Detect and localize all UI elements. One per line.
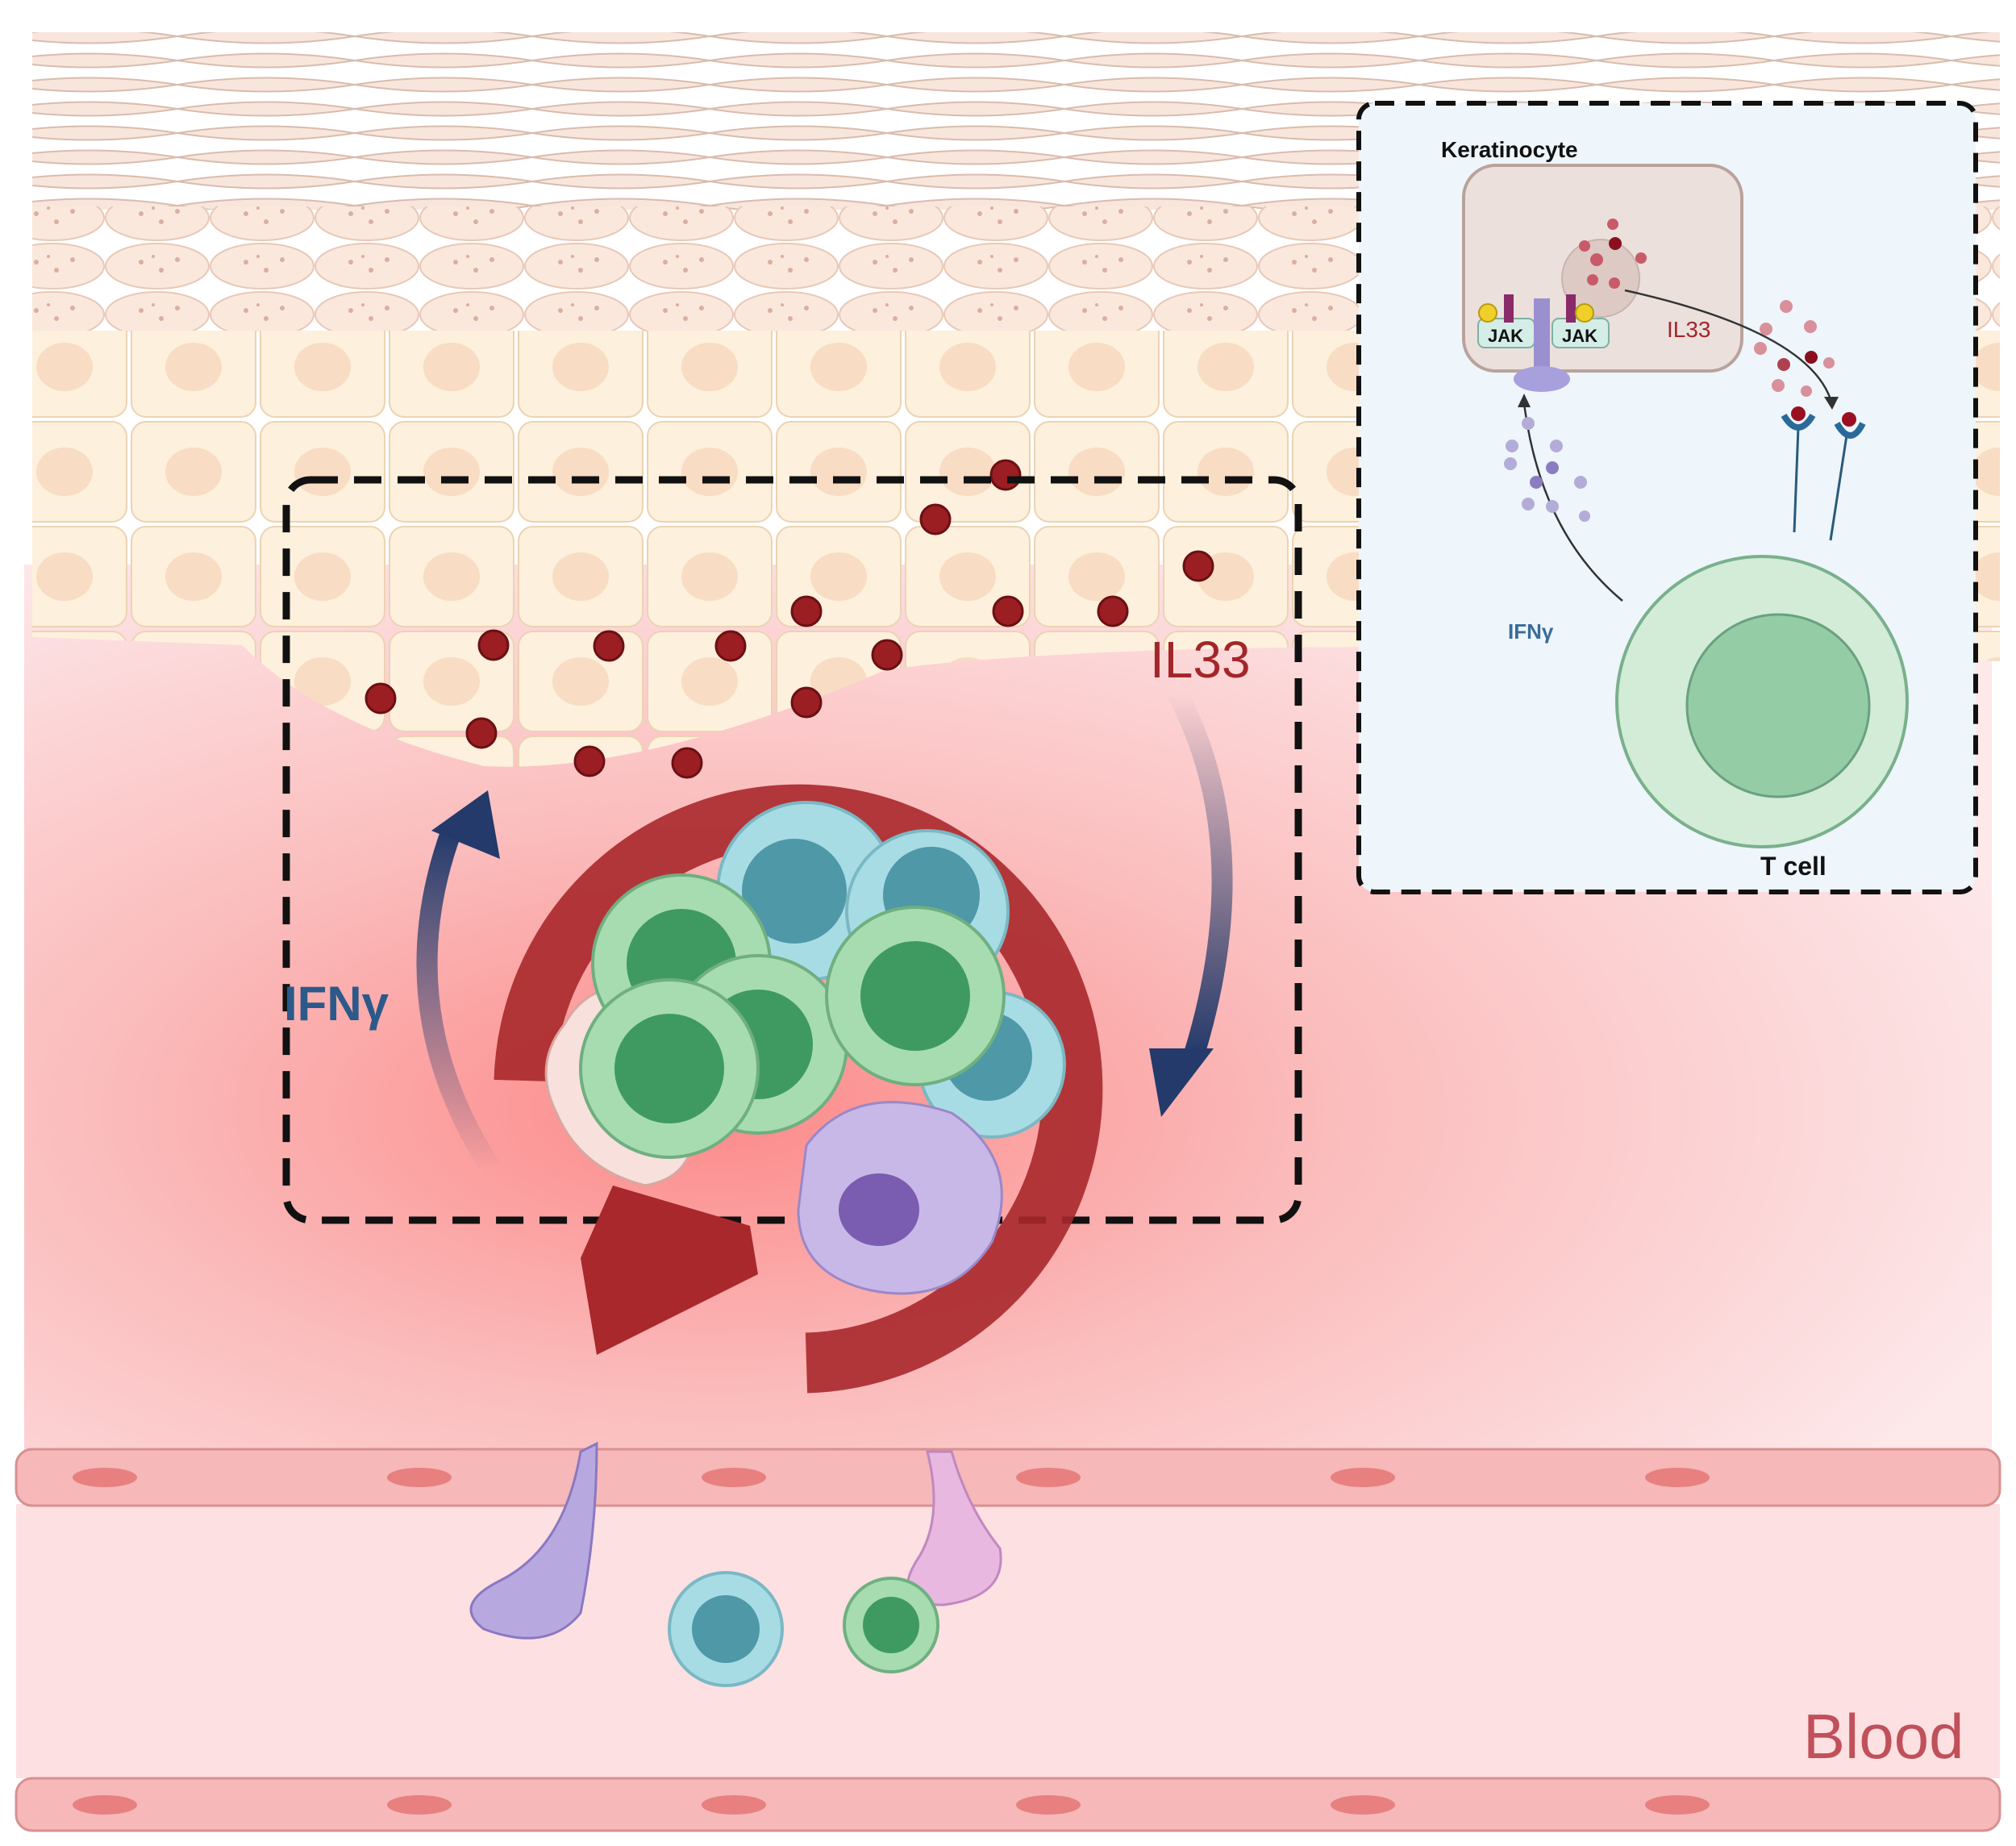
il33-arrow <box>1149 688 1233 1117</box>
migrating-monocyte <box>469 1441 598 1640</box>
mechanism-inset: Keratinocyte IL33 JAK JAK IFNγ T cell <box>1356 101 1978 894</box>
endothelium-bottom <box>15 1777 2001 1832</box>
dashed-focus-box <box>282 476 1302 1224</box>
keratinocyte-label: Keratinocyte <box>1441 137 1578 162</box>
il33-particles <box>364 459 1214 779</box>
ifng-receptor <box>1534 298 1550 387</box>
blood-vessel <box>15 1441 2001 1832</box>
migrating-eosinophil <box>906 1450 1002 1606</box>
jak-left-label: JAK <box>1488 326 1523 346</box>
immune-cell-cluster <box>544 801 1066 1295</box>
ifng-arrow <box>416 790 501 1176</box>
inset-il33-label: IL33 <box>1667 317 1711 342</box>
endothelium-top <box>15 1448 2001 1507</box>
t-cell-label: T cell <box>1760 852 1826 881</box>
blood-label: Blood <box>1803 1701 1964 1772</box>
ifng-label: IFNγ <box>284 977 389 1031</box>
il33-label: IL33 <box>1150 631 1251 689</box>
nucleus <box>1561 239 1640 318</box>
inset-ifng-label: IFNγ <box>1508 619 1554 644</box>
jak-right-label: JAK <box>1562 326 1597 346</box>
